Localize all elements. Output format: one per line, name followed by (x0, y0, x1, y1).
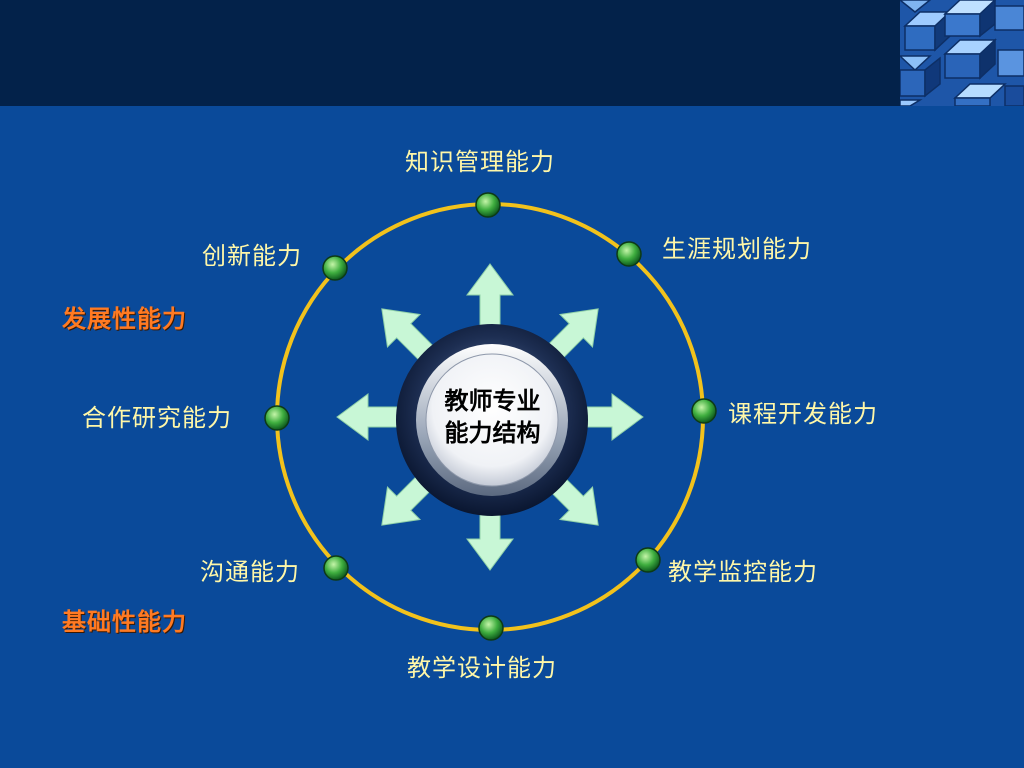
node-research (264, 405, 290, 431)
center-title-line-1: 教师专业 (444, 387, 541, 415)
center-title: 教师专业 能力结构 (420, 372, 565, 462)
group-label-foundational: 基础性能力 (62, 608, 187, 636)
node-innovation (322, 255, 348, 281)
cube-pattern-decoration (900, 0, 1024, 106)
node-design (478, 615, 504, 641)
label-curriculum: 课程开发能力 (728, 400, 878, 428)
label-research: 合作研究能力 (82, 404, 232, 432)
label-monitoring: 教学监控能力 (668, 558, 818, 586)
center-title-line-2: 能力结构 (444, 419, 541, 447)
node-curriculum (691, 398, 717, 424)
arrow-left (336, 393, 404, 441)
label-innovation: 创新能力 (202, 242, 302, 270)
arrow-up (466, 263, 514, 331)
label-communication: 沟通能力 (200, 558, 300, 586)
node-career (616, 241, 642, 267)
label-career: 生涯规划能力 (662, 235, 812, 263)
node-communication (323, 555, 349, 581)
label-design: 教学设计能力 (407, 654, 557, 682)
node-knowledge (475, 192, 501, 218)
node-monitoring (635, 547, 661, 573)
center-hub (396, 324, 588, 516)
group-label-developmental: 发展性能力 (62, 305, 187, 333)
header-band (0, 0, 1024, 106)
arrow-up-left (381, 308, 437, 364)
label-knowledge: 知识管理能力 (405, 148, 555, 176)
